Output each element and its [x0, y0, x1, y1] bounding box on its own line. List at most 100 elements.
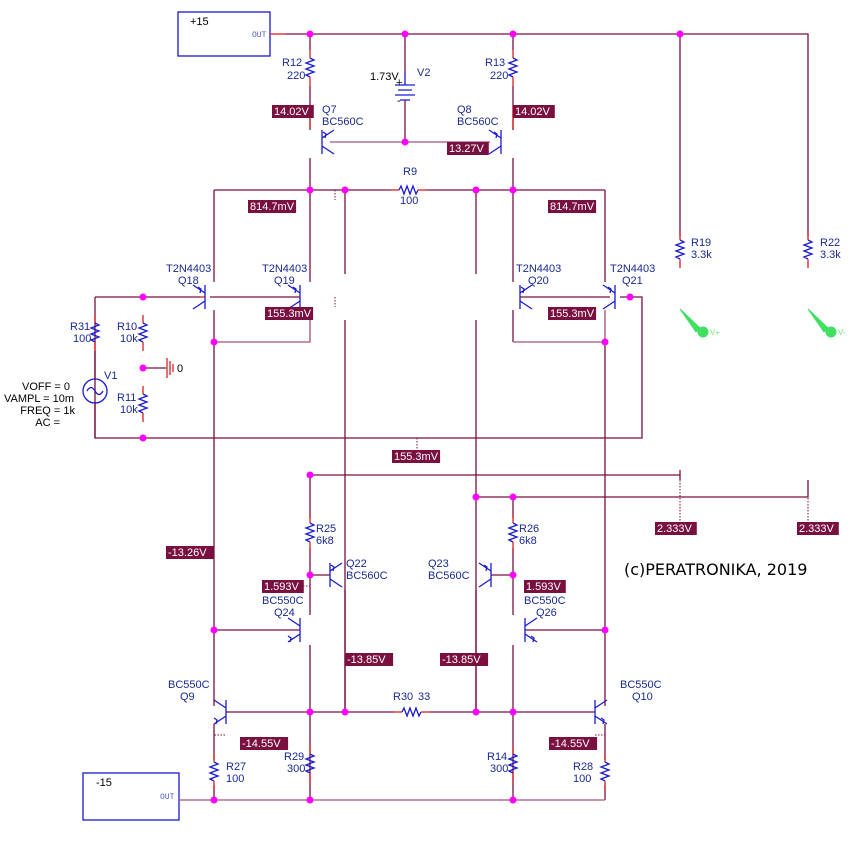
- voltage-label-q10-emitter: -14.55V: [549, 737, 598, 750]
- transistor-q20-label: T2N4403: [516, 263, 561, 275]
- svg-text:Q19: Q19: [274, 275, 295, 287]
- voltage-label-q7q8-base: 13.27V: [447, 142, 489, 155]
- probe-vminus[interactable]: V-: [807, 308, 846, 338]
- svg-text:1.593V: 1.593V: [264, 581, 300, 593]
- svg-text:Q24: Q24: [274, 607, 295, 619]
- neg-supply[interactable]: -15 OUT: [82, 772, 180, 821]
- resistor-r14[interactable]: R14 300: [487, 745, 518, 783]
- resistor-r13[interactable]: R13 220: [485, 49, 518, 87]
- source-v1[interactable]: V1 VOFF = 0 VAMPL = 10m FREQ = 1k AC =: [4, 351, 117, 438]
- voltage-label-q7-emitter: 14.02V: [272, 105, 314, 118]
- junction-dot: [509, 571, 517, 579]
- resistor-r22[interactable]: R22 3.3k: [803, 231, 841, 269]
- junction-dot: [139, 434, 147, 442]
- svg-text:1.593V: 1.593V: [526, 581, 562, 593]
- svg-text:R29: R29: [284, 751, 304, 763]
- resistor-r9[interactable]: R9 100: [390, 166, 428, 207]
- voltage-label-q22-collector: -13.85V: [345, 653, 394, 666]
- junction-dot: [626, 293, 634, 301]
- junction-dot: [509, 186, 517, 194]
- svg-text:-13.26V: -13.26V: [168, 547, 207, 559]
- junction-dot: [306, 471, 314, 479]
- junction-dot: [472, 708, 480, 716]
- junction-dot: [139, 293, 147, 301]
- ground-symbol: 0: [143, 358, 183, 378]
- voltage-label-left-emitter: 155.3mV: [265, 307, 314, 320]
- svg-text:33: 33: [418, 691, 430, 703]
- svg-text:R12: R12: [282, 57, 302, 69]
- transistor-q10-label: BC550C: [620, 679, 662, 691]
- voltage-label-vplus-node: 2.333V: [655, 522, 697, 535]
- resistor-r29[interactable]: R29 300: [284, 745, 315, 783]
- voltage-label-q23-collector: -13.85V: [440, 653, 489, 666]
- svg-text:V2: V2: [417, 67, 430, 79]
- svg-text:1.73V: 1.73V: [370, 71, 399, 83]
- svg-text:Q21: Q21: [622, 275, 643, 287]
- svg-text:Q10: Q10: [632, 691, 653, 703]
- junction-dot: [509, 493, 517, 501]
- junction-dot: [341, 186, 349, 194]
- voltage-label-right-emitter: 155.3mV: [548, 307, 597, 320]
- junction-dot: [472, 493, 480, 501]
- junction-dot: [306, 571, 314, 579]
- svg-text:100: 100: [573, 773, 591, 785]
- resistor-r27[interactable]: R27 100: [209, 753, 246, 791]
- resistor-r12[interactable]: R12 220: [282, 49, 315, 87]
- svg-text:R25: R25: [316, 523, 336, 535]
- svg-text:Q26: Q26: [536, 607, 557, 619]
- svg-text:BC560C: BC560C: [322, 116, 364, 128]
- svg-text:V-: V-: [838, 328, 846, 337]
- svg-text:3.3k: 3.3k: [691, 249, 712, 261]
- junction-dot: [210, 626, 218, 634]
- svg-text:814.7mV: 814.7mV: [250, 201, 295, 213]
- junction-dot: [306, 30, 314, 38]
- svg-text:VAMPL = 10m: VAMPL = 10m: [4, 393, 74, 405]
- svg-text:300: 300: [287, 763, 305, 775]
- junction-dot: [306, 708, 314, 716]
- voltage-label-left-collector: 814.7mV: [248, 200, 297, 213]
- resistor-r30[interactable]: R30 33: [393, 691, 431, 717]
- resistor-r25[interactable]: R25 6k8: [305, 514, 336, 552]
- junction-dot: [210, 338, 218, 346]
- transistor-q19-label: T2N4403: [262, 263, 307, 275]
- pos-supply-pin: OUT: [252, 31, 267, 40]
- voltage-label-right-collector: 814.7mV: [548, 200, 597, 213]
- svg-text:-14.55V: -14.55V: [551, 738, 590, 750]
- svg-text:FREQ = 1k: FREQ = 1k: [20, 405, 75, 417]
- resistor-r10[interactable]: R10 10k: [117, 314, 148, 352]
- transistor-q18-label: T2N4403: [166, 263, 211, 275]
- battery-v2[interactable]: 1.73V V2 + -: [370, 67, 430, 107]
- svg-text:-13.85V: -13.85V: [347, 654, 386, 666]
- svg-text:100: 100: [226, 773, 244, 785]
- resistor-r31[interactable]: R31 100: [70, 314, 100, 352]
- svg-text:100: 100: [400, 195, 418, 207]
- resistor-r19[interactable]: R19 3.3k: [675, 231, 712, 269]
- svg-text:R13: R13: [485, 57, 505, 69]
- resistor-r26[interactable]: R26 6k8: [508, 514, 539, 552]
- transistor-q7-label: Q7: [322, 104, 337, 116]
- pos-supply[interactable]: +15 OUT: [177, 11, 271, 57]
- svg-text:R11: R11: [117, 392, 136, 404]
- svg-text:220: 220: [287, 70, 305, 82]
- resistor-r11[interactable]: R11 10k: [117, 385, 148, 423]
- svg-text:R30: R30: [393, 691, 413, 703]
- probe-vplus[interactable]: V+: [679, 308, 720, 338]
- svg-text:100: 100: [73, 333, 91, 345]
- svg-text:2.333V: 2.333V: [799, 523, 835, 535]
- svg-text:0: 0: [177, 363, 183, 375]
- resistor-r28[interactable]: R28 100: [573, 753, 610, 791]
- svg-text:VOFF = 0: VOFF = 0: [22, 381, 70, 393]
